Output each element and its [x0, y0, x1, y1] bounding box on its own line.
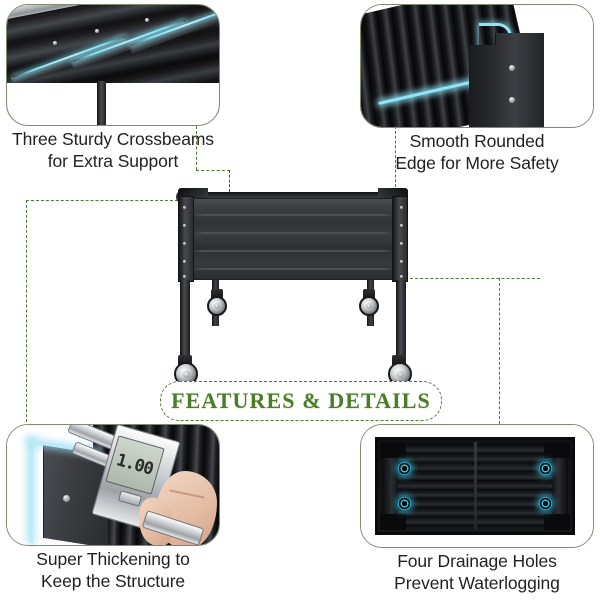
feature-panel-top-right: Smooth Rounded Edge for More Safety [360, 4, 594, 176]
rivet [183, 260, 187, 264]
connector-top-left-horizontal [196, 170, 230, 171]
body-rib [181, 214, 405, 216]
connector-top-right-vertical [395, 126, 396, 192]
post-face [469, 45, 497, 127]
connector-top-left-drop [229, 170, 230, 192]
connector-left-arm [26, 200, 178, 201]
product-image-raised-garden-bed [172, 182, 414, 386]
center-seam [473, 442, 477, 530]
drainage-hole-3 [398, 497, 411, 510]
rivet [399, 206, 403, 210]
rivet [183, 206, 187, 210]
panel-white-base [7, 83, 219, 125]
drainage-hole-4 [539, 497, 552, 510]
planter-body [180, 198, 406, 280]
support-leg [97, 81, 106, 125]
drainage-hole-1 [398, 462, 411, 475]
screw-icon [509, 65, 515, 71]
rivet [183, 275, 187, 279]
caption-bottom-left: Super Thickening to Keep the Structure [6, 548, 220, 593]
caster-bracket [363, 289, 375, 299]
thickness-highlight [29, 438, 33, 544]
corner-bracket [544, 442, 570, 458]
caster-hub [366, 303, 372, 309]
body-rib [181, 250, 405, 252]
feature-panel-top-left: Three Sturdy Crossbeams for Extra Suppor… [6, 4, 220, 176]
caption-line-2: for Extra Support [47, 151, 179, 172]
caption-line-1: Super Thickening to [36, 549, 190, 569]
screw-icon [63, 495, 70, 502]
caption-line-2: Prevent Waterlogging [394, 573, 560, 594]
caption-line-2: Keep the Structure [40, 571, 186, 592]
connector-top-left-vertical [196, 126, 197, 170]
side-rail-right [552, 442, 568, 530]
screw-icon [53, 41, 57, 45]
corner-bracket [544, 514, 570, 530]
caption-line-1: Smooth Rounded [409, 131, 545, 151]
body-rib [181, 268, 405, 270]
panel-photo-top-right [360, 4, 594, 128]
caption-top-left: Three Sturdy Crossbeams for Extra Suppor… [6, 128, 220, 173]
corner-bracket [380, 442, 406, 458]
screw-icon [509, 97, 515, 103]
corner-bracket [380, 514, 406, 530]
panel-photo-bottom-right [360, 424, 594, 548]
rivet [399, 242, 403, 246]
rivet [399, 224, 403, 228]
feature-panel-bottom-right: Four Drainage Holes Prevent Waterlogging [360, 424, 594, 596]
rivet [183, 224, 187, 228]
leg-front-left [180, 280, 190, 366]
caster-wheel-rear-left [207, 289, 227, 316]
caption-top-right: Smooth Rounded Edge for More Safety [360, 130, 594, 175]
caster-hub [183, 371, 190, 378]
planter-top-rail [176, 192, 408, 202]
connector-left-down [26, 200, 27, 422]
caliper-reading: 1.00 [113, 450, 156, 480]
corner-post [495, 33, 544, 127]
caster-bracket [178, 355, 192, 366]
features-details-banner: FEATURES & DETAILS [160, 381, 442, 421]
corner-post-left [178, 196, 194, 282]
caption-line-1: Four Drainage Holes [397, 551, 557, 571]
leg-front-right [396, 280, 406, 366]
caption-line-1: Three Sturdy Crossbeams [12, 129, 214, 149]
connector-right-down [499, 278, 500, 424]
screw-icon [145, 18, 149, 22]
caster-wheel-rear-right [359, 289, 379, 316]
feature-panel-bottom-left: 1.00 Super Thickening to Keep the Struct… [6, 424, 220, 596]
caster-hub [214, 303, 220, 309]
features-details-title: FEATURES & DETAILS [171, 388, 431, 413]
rivet [399, 260, 403, 264]
planter-base-topdown [375, 437, 575, 535]
caption-line-2: Edge for More Safety [395, 153, 559, 174]
drainage-hole-2 [539, 462, 552, 475]
panel-photo-top-left [6, 4, 220, 126]
screw-icon [95, 29, 99, 33]
caster-bracket [392, 355, 406, 366]
side-rail-left [382, 442, 398, 530]
caster-bracket [211, 289, 223, 299]
connector-right-arm [410, 278, 540, 279]
body-rib [181, 232, 405, 234]
panel-photo-bottom-left: 1.00 [6, 424, 220, 546]
rivet [183, 242, 187, 246]
caster-hub [397, 371, 404, 378]
caption-bottom-right: Four Drainage Holes Prevent Waterlogging [360, 550, 594, 595]
rivet [399, 275, 403, 279]
